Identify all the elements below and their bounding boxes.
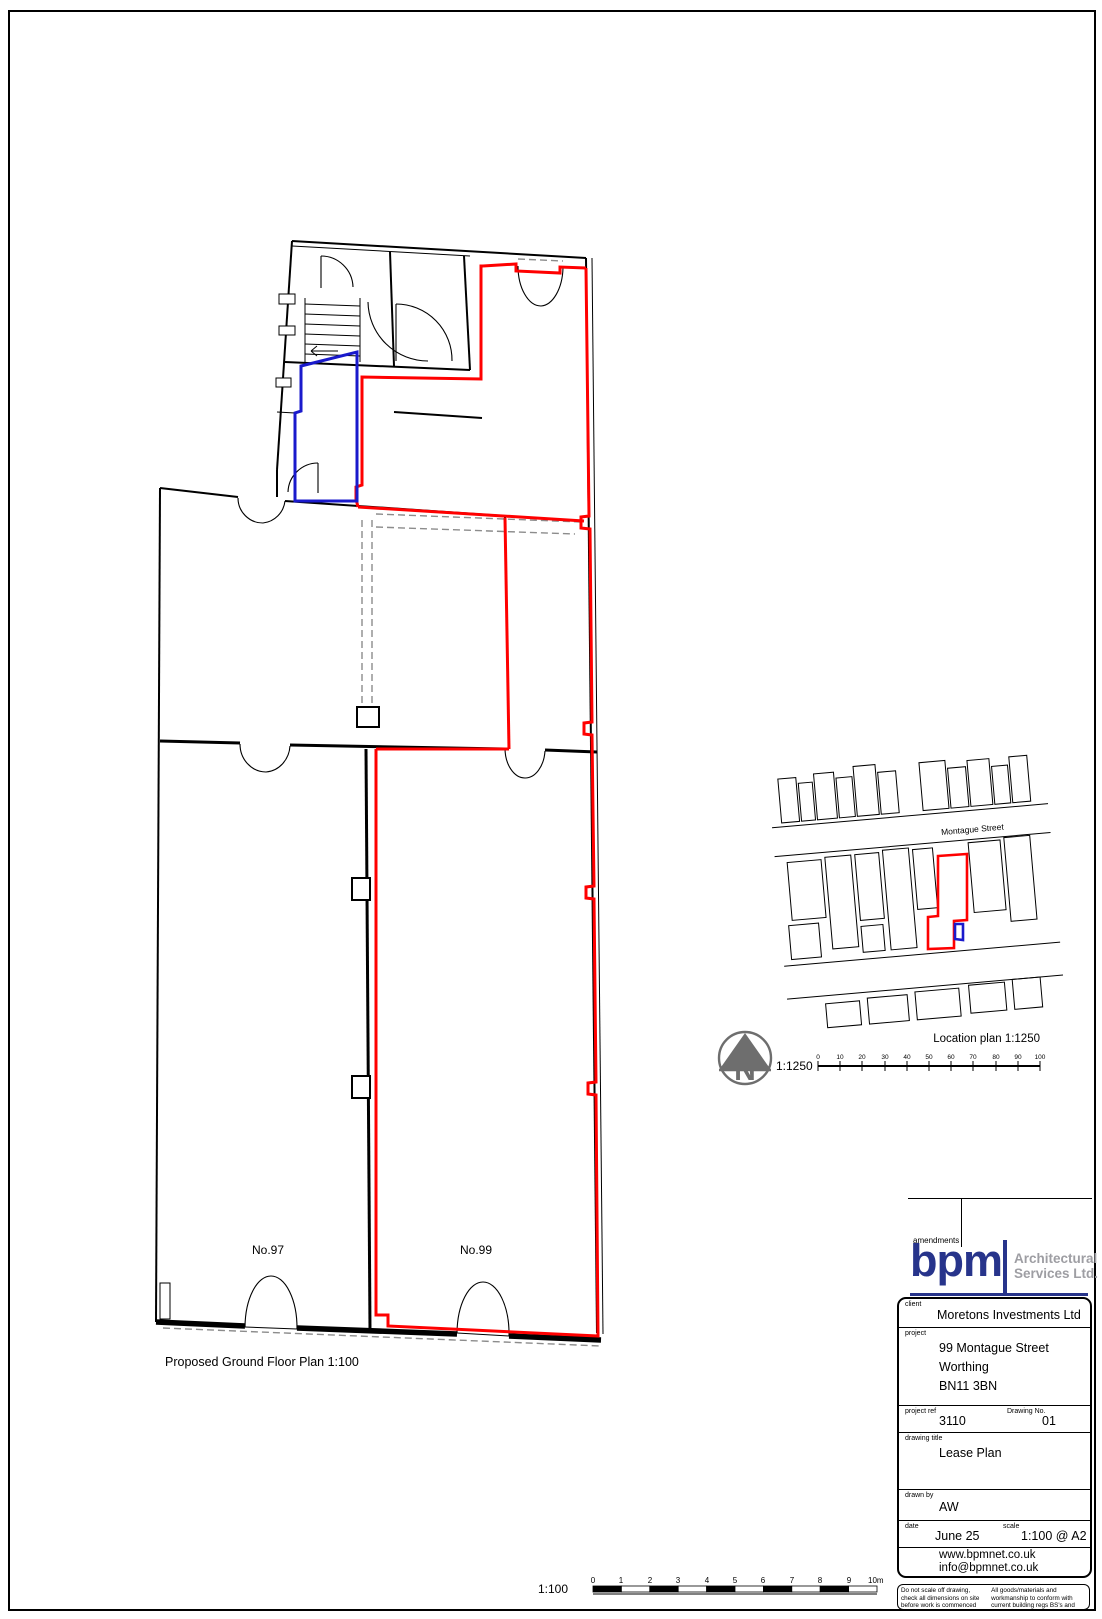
title-block-drawnby-row: drawn by AW [899, 1489, 1090, 1521]
drawing-no-label: Drawing No. [1007, 1408, 1046, 1415]
scale-value: 1:100 @ A2 [1021, 1529, 1087, 1543]
logo-subtitle-line2: Services Ltd. [1014, 1266, 1099, 1281]
loc-tick: 70 [969, 1054, 977, 1061]
logo-subtitle: Architectural Services Ltd. [1014, 1251, 1098, 1281]
location-scale-bar: 1:1250 0 10 20 30 40 50 60 70 80 90 100 [776, 1054, 1046, 1073]
disclaimer-right: All goods/materials and workmanship to c… [991, 1587, 1075, 1610]
title-block-client-row: client Moretons Investments Ltd [899, 1299, 1090, 1327]
client-value: Moretons Investments Ltd [937, 1308, 1081, 1322]
scale-tick: 8 [818, 1576, 823, 1585]
north-arrow: N [717, 1030, 773, 1087]
loc-tick: 100 [1035, 1054, 1046, 1061]
email-link[interactable]: info@bpmnet.co.uk [939, 1562, 1039, 1574]
title-block-title-row: drawing title Lease Plan [899, 1432, 1090, 1490]
amendments-label: amendments [913, 1236, 960, 1245]
sheet-border [8, 10, 1096, 1611]
location-plan-title: Location plan 1:1250 [933, 1033, 1040, 1045]
scale-tick: 6 [761, 1576, 766, 1585]
loc-tick: 50 [925, 1054, 933, 1061]
floor-plan-doors [237, 255, 564, 1337]
logo-horizontal-bar [910, 1293, 1088, 1296]
amendments-divider [961, 1198, 962, 1247]
street-label: Montague Street [941, 822, 1005, 837]
scale-end-label: 10m [868, 1576, 884, 1585]
loc-tick: 60 [947, 1054, 955, 1061]
date-value: June 25 [935, 1529, 980, 1543]
location-plan: Montague Street [772, 754, 1064, 1045]
unit-97-label: No.97 [252, 1243, 284, 1257]
project-ref-value: 3110 [939, 1414, 966, 1428]
loc-tick: 30 [881, 1054, 889, 1061]
scale-tick: 9 [847, 1576, 852, 1585]
project-ref-label: project ref [905, 1408, 937, 1415]
location-plan-map: Montague Street [772, 754, 1064, 1029]
project-line1: 99 Montague Street [939, 1341, 1049, 1355]
unit-99-label: No.99 [460, 1243, 492, 1257]
floor-plan-walls [155, 240, 604, 1343]
drawing-title-value: Lease Plan [939, 1446, 1002, 1460]
title-block-project-row: project 99 Montague Street Worthing BN11… [899, 1327, 1090, 1406]
scale-tick: 7 [790, 1576, 795, 1585]
lease-boundary-red [354, 262, 600, 1338]
bpm-logo: bpm [910, 1235, 1003, 1286]
client-label: client [905, 1301, 922, 1308]
north-triangle-icon [719, 1033, 771, 1070]
drawing-no-value: 01 [1042, 1414, 1056, 1428]
logo-vertical-bar [1003, 1240, 1007, 1295]
scale-label: scale [1003, 1523, 1020, 1530]
lease-boundary-blue [293, 350, 359, 503]
loc-tick: 20 [858, 1054, 866, 1061]
floor-plan: No.97 No.99 Proposed Ground Floor Plan 1… [155, 240, 604, 1369]
scale-tick: 4 [705, 1576, 710, 1585]
map-property-outline-red [926, 852, 969, 951]
scale-tick: 2 [648, 1576, 653, 1585]
title-block-date-row: date June 25 scale 1:100 @ A2 [899, 1520, 1090, 1548]
main-scale-label: 1:100 [538, 1582, 568, 1596]
disclaimer-left: Do not scale off drawing, check all dime… [901, 1587, 980, 1610]
scale-tick: 5 [733, 1576, 738, 1585]
title-block-ref-row: project ref 3110 Drawing No. 01 [899, 1405, 1090, 1433]
floor-plan-dashed-lines [155, 258, 602, 1347]
drawn-by-value: AW [939, 1500, 959, 1514]
amendments-rule [908, 1198, 1092, 1199]
logo-subtitle-line1: Architectural [1014, 1251, 1098, 1266]
website-link[interactable]: www.bpmnet.co.uk [939, 1549, 1036, 1561]
main-scale-bar: 1:100 0 1 2 3 4 5 6 7 8 9 10m [538, 1576, 884, 1596]
project-label: project [905, 1330, 927, 1337]
scale-tick: 1 [619, 1576, 624, 1585]
loc-tick: 40 [903, 1054, 911, 1061]
project-line3: BN11 3BN [939, 1379, 998, 1393]
floor-plan-title: Proposed Ground Floor Plan 1:100 [165, 1355, 359, 1369]
scale-tick: 0 [591, 1576, 596, 1585]
loc-tick: 10 [836, 1054, 844, 1061]
project-line2: Worthing [939, 1360, 989, 1374]
disclaimer-box: Do not scale off drawing, check all dime… [897, 1584, 1090, 1610]
loc-tick: 80 [992, 1054, 1000, 1061]
title-block-contact-row: www.bpmnet.co.uk info@bpmnet.co.uk [899, 1547, 1090, 1577]
scale-tick: 3 [676, 1576, 681, 1585]
drawn-by-label: drawn by [905, 1492, 934, 1499]
drawing-title-label: drawing title [905, 1435, 943, 1442]
loc-tick: 90 [1014, 1054, 1022, 1061]
date-label: date [905, 1523, 919, 1530]
title-block: client Moretons Investments Ltd project … [897, 1297, 1092, 1578]
map-property-mark-blue [953, 922, 965, 942]
loc-tick: 0 [816, 1054, 820, 1061]
location-scale-label: 1:1250 [776, 1059, 813, 1073]
